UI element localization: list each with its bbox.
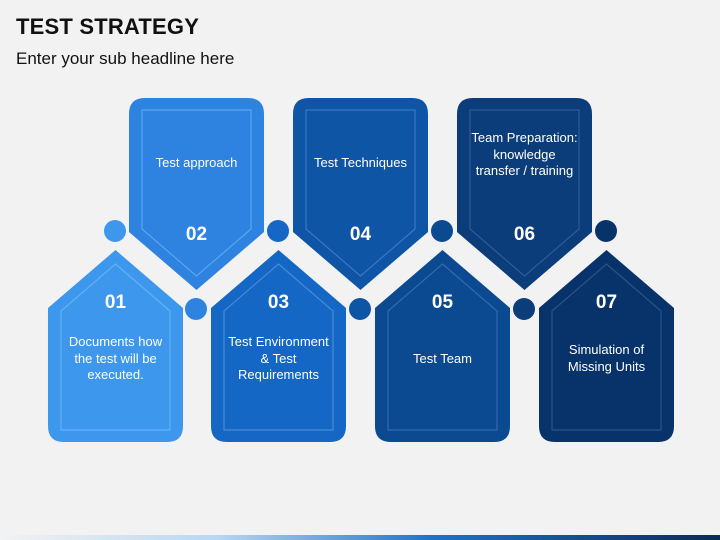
step-04-number: 04 [349,224,372,245]
step-03-dot [267,220,289,242]
step-06-number: 06 [513,224,536,245]
step-02-outline [129,98,264,290]
step-03-number: 03 [267,292,290,313]
step-05-number: 05 [431,292,454,313]
page-title: TEST STRATEGY [16,14,200,39]
step-04-outline [293,98,428,290]
step-03-text: Test Environment & Test Requirements [228,334,329,382]
step-07-dot [595,220,617,242]
step-03-outline [211,250,346,442]
step-07-text: Simulation of Missing Units [567,342,646,374]
step-02-dot [185,298,207,320]
step-07-outline [539,250,674,442]
bottom-accent-bar [0,535,720,540]
step-07-number: 07 [595,292,618,313]
step-03-shape: 03 Test Environment & Test Requirements [211,250,346,442]
step-05-dot [431,220,453,242]
step-05-outline [375,250,510,442]
page-subtitle: Enter your sub headline here [16,49,235,68]
step-06-outline [457,98,592,290]
step-01-shape: 01 Documents how the test will be execut… [48,250,183,442]
step-06-shape: Team Preparation: knowledge transfer / t… [457,98,592,290]
step-01-number: 01 [104,292,127,313]
step-01-outline [48,250,183,442]
step-02-number: 02 [185,224,208,245]
step-01-text: Documents how the test will be executed. [68,334,163,382]
step-02-text: Test approach [155,155,238,170]
step-04-text: Test Techniques [314,155,407,170]
step-01-dot [104,220,126,242]
step-04-shape: Test Techniques 04 [293,98,428,290]
step-04-dot [349,298,371,320]
step-07-shape: 07 Simulation of Missing Units [539,250,674,442]
step-06-text: Team Preparation: knowledge transfer / t… [471,130,578,178]
step-06-dot [513,298,535,320]
step-02-shape: Test approach 02 [129,98,264,290]
step-05-shape: 05 Test Team [375,250,510,442]
step-05-text: Test Team [412,351,472,366]
